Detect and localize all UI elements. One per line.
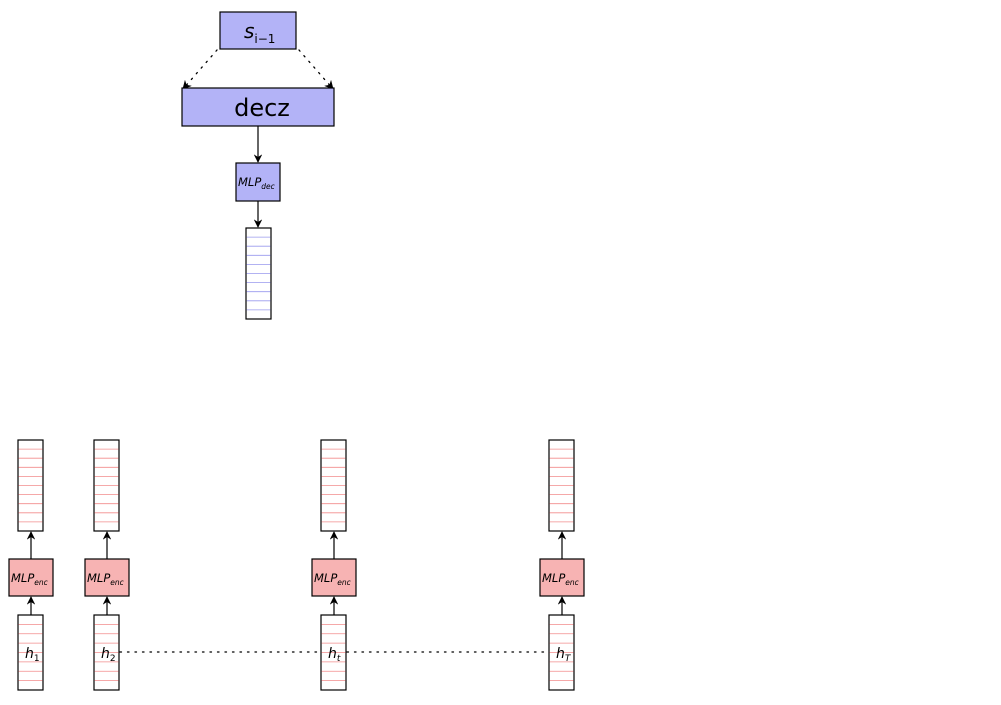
decz-node: decz [181, 87, 335, 127]
mlp-enc-box [84, 558, 130, 597]
encoder-column: MLPenc ht [311, 439, 357, 691]
encoder-column: MLPenc h1 [8, 439, 54, 691]
decz-label: decz [234, 94, 290, 122]
h-sub: t [337, 654, 341, 664]
mlp-enc-box [539, 558, 585, 597]
decoder-state-box [219, 11, 297, 50]
mlp-dec-sub: dec [261, 182, 275, 191]
encoder-output-vector [17, 439, 44, 532]
decoder-state-dotted-left-arrow [182, 49, 218, 90]
encoder-h-vector [320, 614, 347, 691]
decoder-group: si−1 decz MLPdec [181, 11, 335, 320]
mlp-enc-sub: enc [337, 578, 351, 587]
encoder-output-vector [548, 439, 575, 532]
encoder-output-vector [93, 439, 120, 532]
h-sub: T [565, 654, 572, 664]
h-label: h [556, 646, 565, 662]
h-label: h [328, 646, 337, 662]
mlp-dec-label: MLP [238, 175, 261, 189]
mlp-enc-label: MLP [542, 571, 565, 585]
mlp-enc-sub: enc [34, 578, 48, 587]
mlp-dec-node: MLPdec [235, 162, 281, 202]
decoder-output-vector [245, 227, 272, 320]
h-label: h [101, 646, 110, 662]
mlp-enc-sub: enc [110, 578, 124, 587]
h-text: h1 [25, 646, 40, 664]
mlp-enc-label: MLP [314, 571, 337, 585]
h-sub: 2 [110, 654, 116, 664]
h-text: ht [328, 646, 341, 664]
h-label: h [25, 646, 34, 662]
encoder-h-vector [93, 614, 120, 691]
encoder-column: MLPenc hT [539, 439, 585, 691]
encoder-h-vector [548, 614, 575, 691]
mlp-enc-text: MLPenc [314, 571, 352, 587]
mlp-enc-text: MLPenc [11, 571, 49, 587]
h-text: hT [556, 646, 572, 664]
decoder-state-label: s [244, 19, 254, 43]
mlp-enc-text: MLPenc [87, 571, 125, 587]
encoder-output-vector [320, 439, 347, 532]
encoder-h-vector [17, 614, 44, 691]
decz-box [181, 87, 335, 127]
svg-text:MLPdec: MLPdec [238, 175, 276, 191]
encoder-column: MLPenc h2 [84, 439, 130, 691]
decoder-state-dotted-right-arrow [298, 49, 334, 90]
decoder-state-sub: i−1 [254, 32, 275, 46]
mlp-enc-sub: enc [565, 578, 579, 587]
mlp-enc-text: MLPenc [542, 571, 580, 587]
decoder-state-node: si−1 [219, 11, 297, 50]
mlp-enc-box [8, 558, 54, 597]
mlp-enc-label: MLP [11, 571, 34, 585]
decoder-vector [245, 227, 272, 320]
mlp-dec-box [235, 162, 281, 202]
mlp-enc-label: MLP [87, 571, 110, 585]
svg-text:si−1: si−1 [244, 19, 275, 46]
h-sub: 1 [34, 654, 40, 664]
mlp-enc-box [311, 558, 357, 597]
h-text: h2 [101, 646, 116, 664]
